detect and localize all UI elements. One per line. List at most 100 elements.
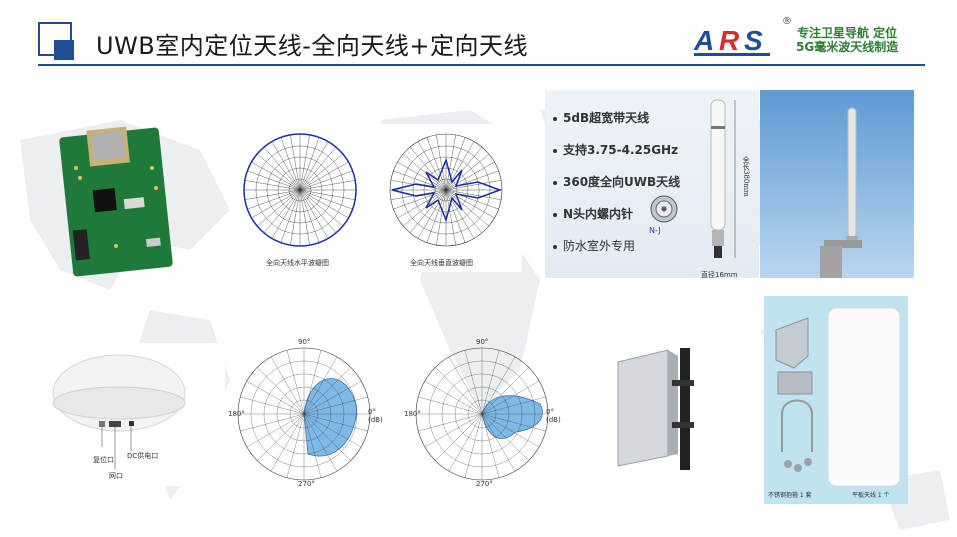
slogan-line-2: 5G毫米波天线制造	[796, 40, 899, 54]
polar-grid-spoke	[247, 170, 301, 191]
polar-grid-spoke	[409, 146, 447, 191]
polar-grid-spoke	[299, 189, 310, 246]
directional-pattern-chart-2	[415, 347, 549, 481]
polar-grid-spoke	[409, 189, 447, 234]
polar-grid-spoke	[481, 380, 540, 415]
polar-grid-spoke	[303, 413, 368, 432]
polar-grid-spoke	[393, 189, 447, 210]
directional-radiation-patterns: 90° 270° 180° 0° (dB) 90° 270° 180° 0° (…	[228, 338, 568, 488]
spec-item: N头内螺内针	[553, 206, 680, 238]
polar-grid-spoke	[286, 350, 305, 415]
polar1-top-label: 90°	[298, 338, 311, 346]
polar-grid-spoke	[435, 413, 483, 461]
polar2-left-label: 180°	[404, 410, 421, 418]
n-connector-icon	[650, 195, 678, 223]
polar-grid-spoke	[424, 380, 483, 415]
polar-grid-spoke	[303, 380, 362, 415]
polar-grid-spoke	[286, 413, 305, 478]
polar-grid-spoke	[445, 170, 499, 191]
connector-label: N-J	[649, 226, 661, 235]
polar1-unit-label: (dB)	[368, 416, 383, 424]
polar-grid-spoke	[303, 413, 362, 448]
polar-grid-spoke	[417, 141, 447, 191]
omni-radiation-patterns: 全向天线水平波瓣图 全向天线垂直波瓣图	[230, 124, 522, 272]
polar-grid-spoke	[418, 396, 483, 415]
polar-grid-spoke	[290, 189, 301, 246]
polar-grid-spoke	[299, 189, 356, 200]
polar-grid-spoke	[481, 356, 516, 415]
polar-grid-spoke	[299, 161, 349, 191]
polar-grid-spoke	[299, 146, 337, 191]
polar-grid-spoke	[397, 189, 447, 219]
spec-list: 5dB超宽带天线 支持3.75-4.25GHz 360度全向UWB天线 N头内螺…	[553, 110, 680, 270]
directional-pattern-chart-1	[237, 347, 371, 481]
svg-text:R: R	[719, 25, 740, 56]
polar-grid-spoke	[481, 367, 529, 415]
kit-antenna-label: 平板天线 1 个	[852, 492, 890, 499]
polar-grid-spoke	[445, 141, 475, 191]
polar-grid-spoke	[247, 189, 301, 210]
polar-grid-spoke	[299, 189, 337, 234]
polar-grid-spoke	[256, 189, 301, 227]
polar-grid-spoke	[280, 137, 301, 191]
svg-text:S: S	[744, 25, 763, 56]
polar-grid-spoke	[280, 189, 301, 243]
horizontal-pattern-caption: 全向天线水平波瓣图	[266, 259, 329, 267]
polar-grid-spoke	[299, 153, 344, 191]
kit-clamp-label: 不锈钢抱箍 1 套	[768, 492, 812, 499]
polar-grid-spoke	[481, 413, 540, 448]
polar-grid-spoke	[299, 134, 310, 191]
polar-grid-spoke	[464, 413, 483, 478]
ars-logo: A R S	[693, 25, 770, 56]
spec-item: 支持3.75-4.25GHz	[553, 142, 680, 174]
polar-grid-spoke	[299, 189, 344, 227]
polar-grid-spoke	[271, 189, 301, 239]
title-bullet-icon	[38, 22, 78, 62]
polar-grid-spoke	[299, 189, 349, 219]
polar-grid-spoke	[303, 396, 368, 415]
polar-grid-spoke	[290, 134, 301, 191]
page-title: UWB室内定位天线-全向天线+定向天线	[96, 32, 529, 60]
ceiling-antenna-photo: 复位口 DC供电口 网口	[43, 343, 225, 486]
omni-antenna-spec-panel: 5dB超宽带天线 支持3.75-4.25GHz 360度全向UWB天线 N头内螺…	[545, 90, 759, 278]
polar-grid-spoke	[244, 189, 301, 200]
polar-grid-spoke	[256, 153, 301, 191]
polar-grid-spoke	[299, 189, 320, 243]
polar-grid-spoke	[246, 413, 305, 448]
polar-grid-spoke	[299, 189, 353, 210]
polar2-right-label: 0°	[546, 408, 554, 416]
polar-grid-spoke	[418, 413, 483, 432]
polar-grid-spoke	[435, 367, 483, 415]
polar-grid-spoke	[417, 189, 447, 239]
polar-grid-spoke	[299, 137, 320, 191]
polar-grid-spoke	[481, 413, 546, 432]
polar2-bottom-label: 270°	[476, 480, 493, 488]
polar-grid-spoke	[436, 134, 447, 191]
polar-grid-spoke	[303, 413, 351, 461]
polar1-bottom-label: 270°	[298, 480, 315, 488]
pole-antenna-photo	[760, 90, 914, 278]
lan-port-label: 网口	[109, 472, 123, 480]
polar-grid-spoke	[481, 350, 500, 415]
vertical-pattern-chart	[389, 133, 503, 247]
polar-grid-spoke	[246, 380, 305, 415]
spec-item: 360度全向UWB天线	[553, 174, 680, 206]
polar-grid-spoke	[481, 413, 516, 472]
polar-grid-spoke	[426, 137, 447, 191]
polar-grid-spoke	[244, 180, 301, 191]
svg-text:A: A	[693, 25, 714, 56]
polar-grid-spoke	[436, 189, 447, 246]
polar-grid-spoke	[303, 413, 338, 472]
polar-grid-spoke	[448, 413, 483, 472]
polar-grid-spoke	[263, 146, 301, 191]
polar-grid-spoke	[303, 350, 322, 415]
polar-grid-spoke	[240, 413, 305, 432]
polar-grid-spoke	[271, 141, 301, 191]
polar-grid-spoke	[445, 189, 456, 246]
polar-grid-spoke	[426, 189, 447, 243]
polar-grid-spoke	[464, 350, 483, 415]
polar-grid-spoke	[303, 356, 338, 415]
polar-grid-spoke	[481, 413, 500, 478]
spec-item: 防水室外专用	[553, 238, 680, 270]
